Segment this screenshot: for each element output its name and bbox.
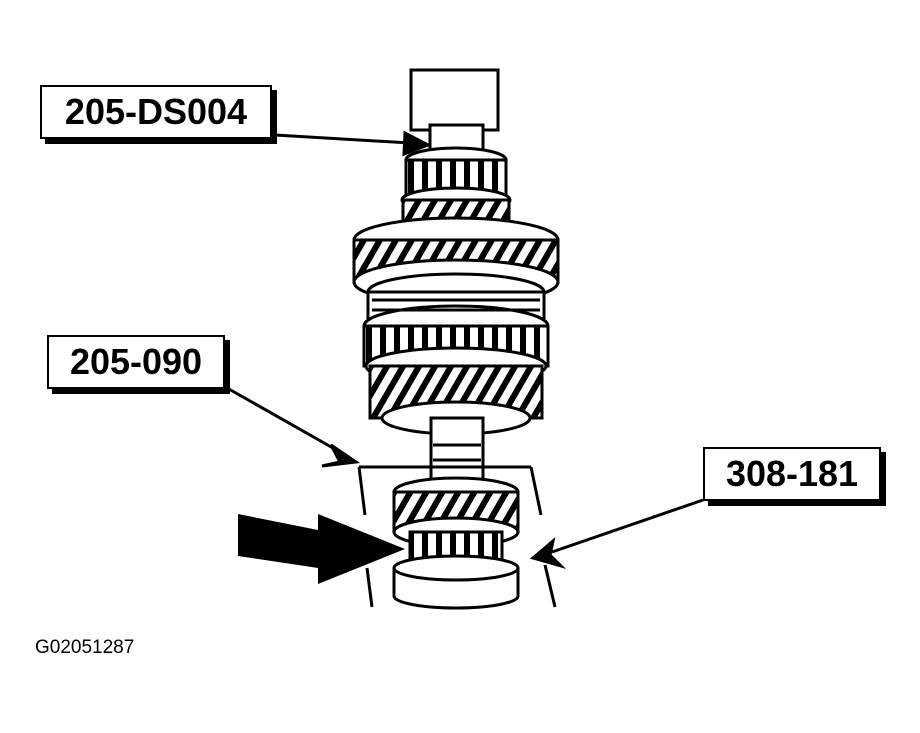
figure-id: G02051287: [35, 637, 135, 658]
tool-308-181-base: [392, 554, 520, 610]
callout-205-ds004: 205-DS004: [40, 85, 272, 139]
direction-arrow-icon: [238, 514, 405, 584]
callout-308-181: 308-181: [703, 447, 881, 501]
tool-205-090-outline: [357, 465, 557, 608]
middle-gear-cluster: [362, 324, 550, 436]
leader-lines: [219, 130, 704, 570]
callout-205-090: 205-090: [47, 335, 225, 389]
